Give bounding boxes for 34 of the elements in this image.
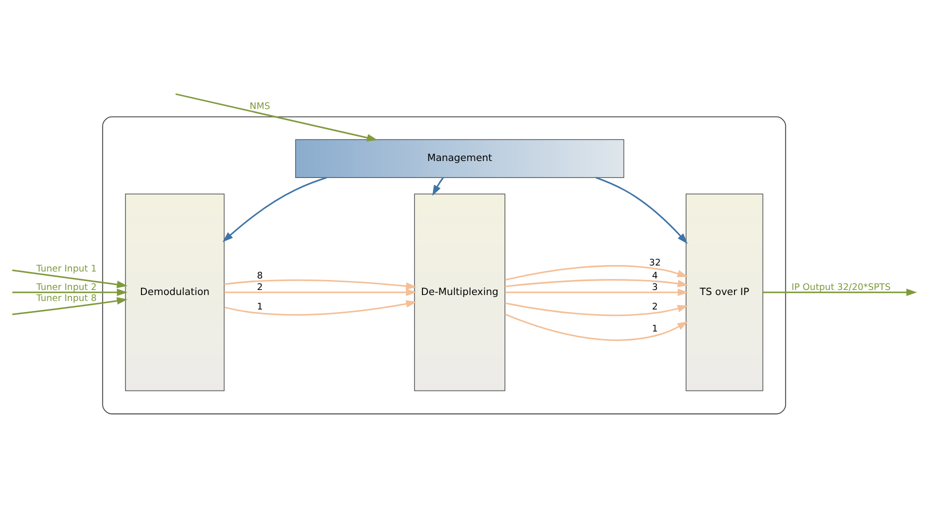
arrow — [504, 265, 688, 281]
arrow — [175, 93, 378, 142]
arrow — [224, 279, 417, 290]
edge-label: IP Output 32/20*SPTS — [792, 282, 891, 293]
arrow — [224, 288, 417, 296]
edge-label: 1 — [256, 302, 263, 312]
arrow — [12, 297, 128, 316]
edge-label: 2 — [256, 282, 263, 293]
arrow — [504, 279, 688, 288]
arrow — [222, 176, 327, 242]
edge-label: Tuner Input 1 — [36, 264, 97, 275]
arrow — [224, 300, 417, 316]
arrow — [12, 288, 128, 296]
edge-label: 4 — [652, 271, 658, 282]
cluster — [102, 116, 786, 414]
node-box: Management — [295, 139, 624, 178]
edge-label: Tuner Input 2 — [36, 282, 97, 293]
node-box: TS over IP — [686, 194, 764, 392]
edge-label: NMS — [250, 102, 270, 112]
edge-label: Tuner Input 8 — [36, 294, 97, 304]
edge-label: 8 — [256, 271, 263, 282]
edge-label: 1 — [652, 324, 658, 335]
edge-label: 2 — [652, 302, 658, 312]
arrow — [596, 176, 688, 244]
arrow — [432, 177, 444, 196]
node-box: Demodulation — [125, 194, 225, 392]
arrow — [12, 270, 128, 288]
arrow — [505, 288, 688, 296]
arrow — [504, 314, 688, 341]
arrow — [762, 288, 918, 296]
node-box: De-Multiplexing — [414, 194, 506, 392]
arrow — [504, 302, 688, 316]
edge-label: 32 — [649, 258, 661, 268]
edge-label: 3 — [652, 282, 658, 293]
